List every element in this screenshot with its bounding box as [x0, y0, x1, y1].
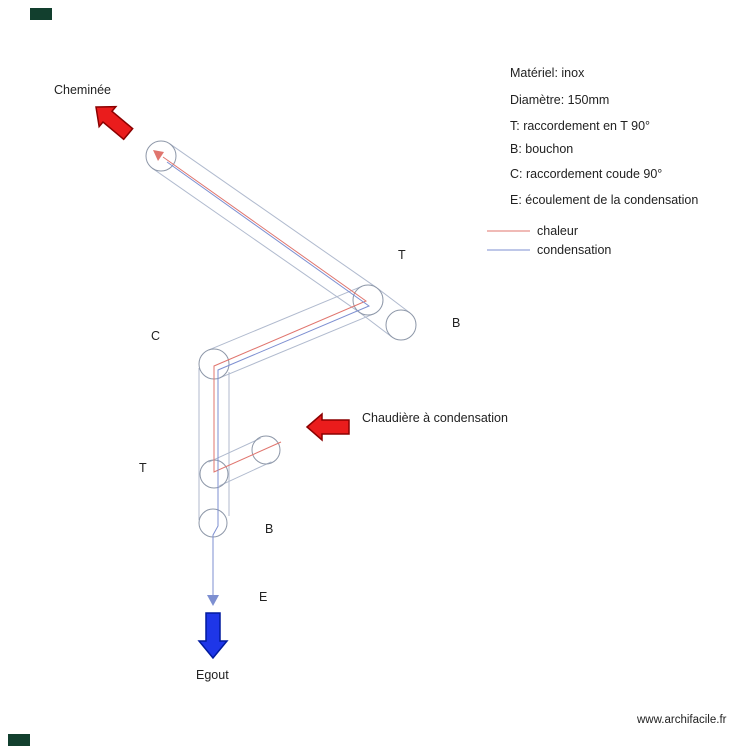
legend-line-elbow: C: raccordement coude 90° [510, 167, 662, 181]
sewer-arrow-shape [197, 612, 229, 660]
condensation-flow-arrowhead-icon [207, 595, 219, 606]
legend-heat-label: chaleur [537, 224, 578, 238]
pipe-edge-branch-upper [208, 437, 261, 463]
label-e-drain: E [259, 590, 267, 604]
legend-line-drain: E: écoulement de la condensation [510, 193, 698, 207]
label-b-lower: B [265, 522, 273, 536]
heat-flow-arrowhead-icon [153, 150, 164, 161]
legend-line-tee: T: raccordement en T 90° [510, 119, 650, 133]
joint-circle-cap-lower [198, 508, 228, 538]
pipe-outlines [152, 143, 411, 520]
joint-circle-cap-upper [385, 309, 417, 341]
chimney-arrow-icon [95, 105, 134, 141]
pipe-edge-diagonal-return-lower [219, 313, 374, 379]
joint-circle-chimney-end [145, 140, 177, 172]
legend: Matériel: inox Diamètre: 150mm T: raccor… [487, 66, 698, 257]
label-c-elbow: C [151, 329, 160, 343]
label-t-lower: T [139, 461, 147, 475]
legend-line-diameter: Diamètre: 150mm [510, 93, 609, 107]
sewer-arrow-icon [197, 612, 229, 660]
label-egout: Egout [196, 668, 229, 682]
boiler-arrow-icon [305, 412, 350, 442]
legend-line-cap: B: bouchon [510, 142, 573, 156]
pipe-edge-stub-to-cap-upper [376, 287, 411, 314]
page-corner-marker-bottom [8, 734, 30, 746]
boiler-arrow-shape [305, 412, 350, 442]
heat-flow-line [162, 156, 368, 473]
legend-condensation-label: condensation [537, 243, 611, 257]
pipe-edge-stub-to-cap-lower [358, 311, 393, 338]
label-cheminee: Cheminée [54, 83, 111, 97]
page-corner-marker-top [30, 8, 52, 20]
label-chaudiere: Chaudière à condensation [362, 411, 508, 425]
label-b-upper: B [452, 316, 460, 330]
pipe-edge-branch-lower [219, 461, 272, 487]
pipe-edge-diagonal-return-upper [208, 285, 363, 351]
label-t-upper: T [398, 248, 406, 262]
archifacile-link[interactable]: www.archifacile.fr [636, 714, 727, 726]
chimney-arrow-shape [95, 105, 134, 141]
condensation-flow-line [166, 161, 371, 597]
legend-line-material: Matériel: inox [510, 66, 585, 80]
pipe-edge-diagonal-long-lower [152, 167, 360, 313]
joint-circle-boiler-branch [251, 435, 281, 465]
joint-circle-tee-upper [352, 284, 384, 316]
pipe-edge-diagonal-long-upper [169, 143, 377, 289]
pipe-joints [145, 140, 417, 538]
